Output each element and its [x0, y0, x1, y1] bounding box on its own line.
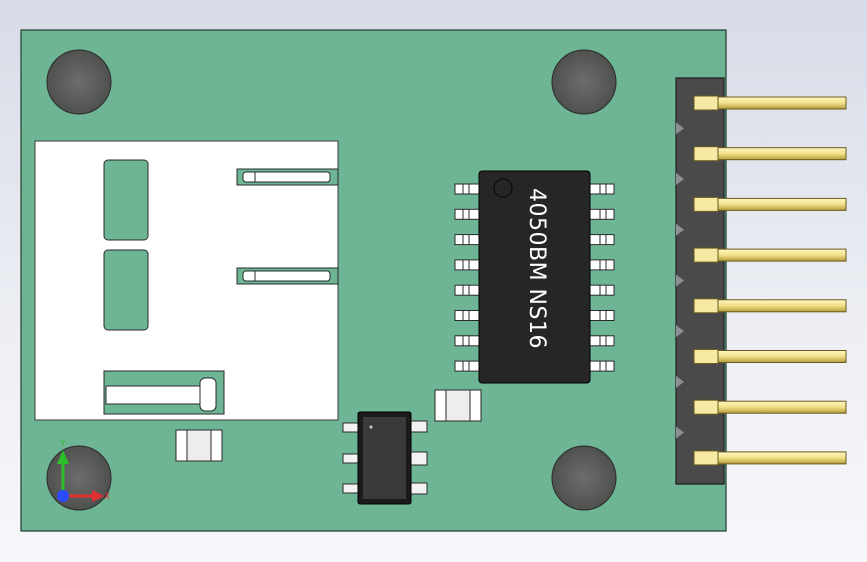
ic-lead-left-7 [454, 335, 482, 347]
sd-socket-window-top [103, 159, 149, 241]
header-pins [676, 95, 847, 466]
ic-lead-right-3 [587, 234, 615, 246]
voltage-regulator [342, 411, 428, 505]
ic-lead-left-4 [454, 259, 482, 271]
ic-lead-left-1 [454, 183, 482, 195]
mounting-hole-bottom-right [551, 445, 617, 511]
header-housing [675, 77, 725, 485]
ic-pin1-dot [493, 178, 513, 198]
regulator-pin1-dot [369, 425, 373, 429]
ic-lead-right-5 [587, 284, 615, 296]
ic-marking: 4050BM NS16 [524, 188, 549, 349]
header-pin-8 [693, 450, 847, 466]
regulator-tab-mid [408, 451, 428, 466]
pin-header [675, 77, 847, 485]
ic-lead-right-8 [587, 360, 615, 372]
axis-x-label: X [104, 492, 110, 502]
header-notch-1 [676, 122, 684, 135]
header-pin-6 [693, 349, 847, 364]
mounting-hole-top-left [46, 49, 112, 115]
regulator-tab-bottom [408, 482, 428, 495]
sd-contact-upper [236, 168, 339, 186]
mounting-hole-bottom-left [46, 445, 112, 511]
resistor-left [175, 429, 223, 462]
axis-triad: X Y [57, 439, 110, 502]
mounting-hole-top-right [551, 49, 617, 115]
ic-lead-left-8 [454, 360, 482, 372]
axis-y-label: Y [59, 439, 66, 449]
ic-leads [454, 183, 615, 372]
ic-lead-right-4 [587, 259, 615, 271]
regulator-tab [408, 420, 428, 433]
sd-card-socket [34, 140, 339, 421]
header-pin-3 [693, 196, 847, 212]
ic-lead-right-2 [587, 208, 615, 220]
header-notch-4 [676, 274, 684, 287]
header-pin-7 [693, 399, 847, 415]
header-pin-4 [693, 247, 847, 263]
ic-lead-left-2 [454, 208, 482, 220]
ic-lead-left-6 [454, 310, 482, 321]
ic-lead-left-3 [454, 234, 482, 246]
sd-contact-lower [236, 267, 339, 285]
header-notch-2 [676, 173, 684, 186]
sd-contact-bottom [103, 370, 225, 415]
ic-lead-right-7 [587, 335, 615, 347]
mounting-holes [46, 49, 617, 511]
header-pin-1 [693, 95, 847, 111]
resistor-right [434, 389, 482, 422]
ic-chip: 4050BM NS16 [454, 170, 615, 384]
header-pin-5 [693, 298, 847, 314]
header-notch-7 [676, 426, 684, 439]
ic-lead-right-1 [587, 183, 615, 195]
header-notch-3 [676, 223, 684, 236]
header-notch-5 [676, 325, 684, 338]
header-pin-2 [693, 146, 847, 162]
ic-lead-left-5 [454, 284, 482, 296]
ic-body [478, 170, 591, 384]
header-notch-6 [676, 375, 684, 388]
ic-lead-right-6 [587, 310, 615, 321]
sd-socket-window-middle [103, 249, 149, 331]
